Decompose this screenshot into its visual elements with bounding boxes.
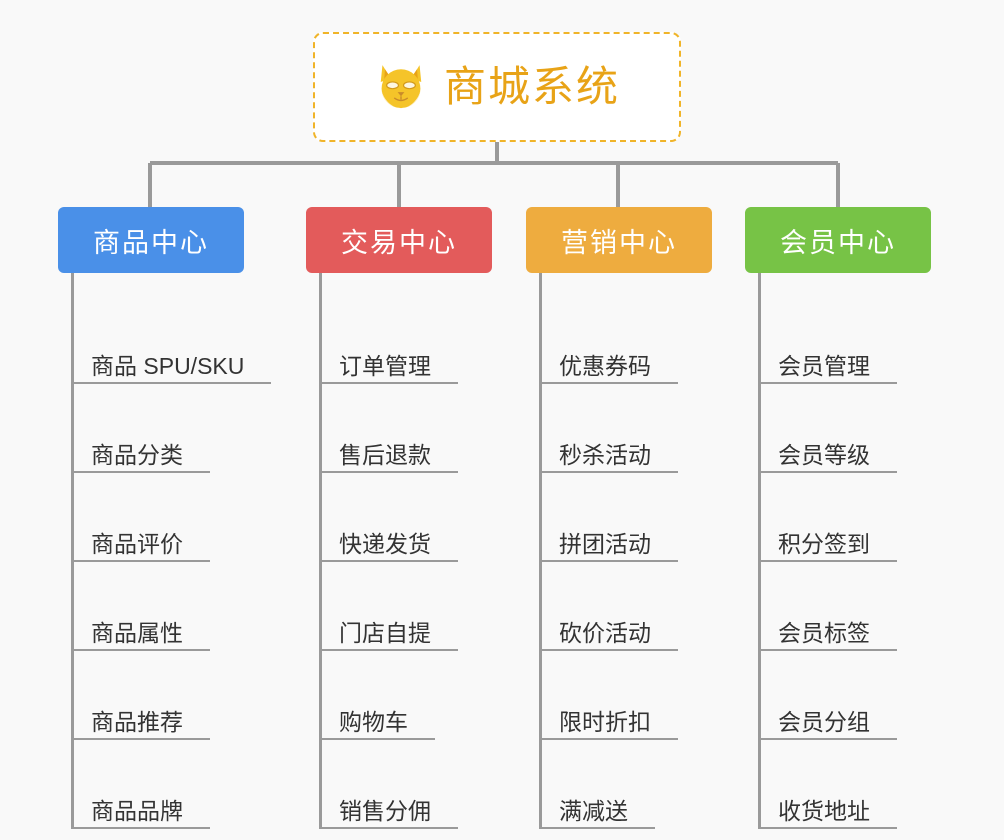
leaf-label: 商品分类: [72, 442, 210, 473]
branch-spine-3: [539, 273, 542, 829]
list-item[interactable]: 商品 SPU/SKU: [58, 295, 288, 384]
branch-column-2: 交易中心 订单管理 售后退款 快递发货 门店自提 购物车 销售分佣: [306, 207, 536, 829]
list-item[interactable]: 商品分类: [58, 384, 288, 473]
leaf-label: 积分签到: [759, 531, 897, 562]
branch-header-label: 交易中心: [341, 227, 457, 258]
list-item[interactable]: 限时折扣: [526, 651, 756, 740]
list-item[interactable]: 订单管理: [306, 295, 536, 384]
branch-header-2[interactable]: 交易中心: [306, 207, 492, 273]
list-item[interactable]: 会员标签: [745, 562, 975, 651]
root-node[interactable]: 商城系统: [313, 32, 681, 142]
branch-items-2: 订单管理 售后退款 快递发货 门店自提 购物车 销售分佣: [306, 273, 536, 829]
leaf-label: 销售分佣: [320, 798, 458, 829]
branch-header-4[interactable]: 会员中心: [745, 207, 931, 273]
branch-items-4: 会员管理 会员等级 积分签到 会员标签 会员分组 收货地址: [745, 273, 975, 829]
branch-items-1: 商品 SPU/SKU 商品分类 商品评价 商品属性 商品推荐 商品品牌: [58, 273, 288, 829]
list-item[interactable]: 门店自提: [306, 562, 536, 651]
leaf-label: 拼团活动: [540, 531, 678, 562]
branch-header-label: 营销中心: [561, 227, 677, 258]
leaf-label: 会员分组: [759, 709, 897, 740]
leaf-label: 商品品牌: [72, 798, 210, 829]
root-title: 商城系统: [443, 63, 620, 110]
list-item[interactable]: 商品品牌: [58, 740, 288, 829]
leaf-label: 商品评价: [72, 531, 210, 562]
leaf-label: 秒杀活动: [540, 442, 678, 473]
branch-spine-2: [319, 273, 322, 829]
branch-header-3[interactable]: 营销中心: [526, 207, 712, 273]
list-item[interactable]: 商品评价: [58, 473, 288, 562]
list-item[interactable]: 满减送: [526, 740, 756, 829]
leaf-label: 商品 SPU/SKU: [72, 353, 272, 384]
list-item[interactable]: 商品属性: [58, 562, 288, 651]
leaf-label: 满减送: [540, 798, 655, 829]
leaf-label: 砍价活动: [540, 620, 678, 651]
branch-header-1[interactable]: 商品中心: [58, 207, 244, 273]
leaf-label: 商品属性: [72, 620, 210, 651]
branch-items-3: 优惠券码 秒杀活动 拼团活动 砍价活动 限时折扣 满减送: [526, 273, 756, 829]
branch-spine-1: [71, 273, 74, 829]
leaf-label: 会员标签: [759, 620, 897, 651]
leaf-label: 商品推荐: [72, 709, 210, 740]
list-item[interactable]: 会员分组: [745, 651, 975, 740]
list-item[interactable]: 会员等级: [745, 384, 975, 473]
leaf-label: 门店自提: [320, 620, 458, 651]
list-item[interactable]: 销售分佣: [306, 740, 536, 829]
leaf-label: 限时折扣: [540, 709, 678, 740]
branch-column-4: 会员中心 会员管理 会员等级 积分签到 会员标签 会员分组 收货地址: [745, 207, 975, 829]
list-item[interactable]: 售后退款: [306, 384, 536, 473]
list-item[interactable]: 砍价活动: [526, 562, 756, 651]
leaf-label: 订单管理: [320, 353, 458, 384]
branch-spine-4: [758, 273, 761, 829]
leaf-label: 快递发货: [320, 531, 458, 562]
list-item[interactable]: 商品推荐: [58, 651, 288, 740]
leaf-label: 购物车: [320, 709, 435, 740]
branch-header-label: 商品中心: [93, 227, 209, 258]
shiba-dog-face-icon: [380, 65, 422, 109]
branch-column-3: 营销中心 优惠券码 秒杀活动 拼团活动 砍价活动 限时折扣 满减送: [526, 207, 756, 829]
branch-column-1: 商品中心 商品 SPU/SKU 商品分类 商品评价 商品属性 商品推荐 商品品牌: [58, 207, 288, 829]
list-item[interactable]: 会员管理: [745, 295, 975, 384]
list-item[interactable]: 快递发货: [306, 473, 536, 562]
list-item[interactable]: 优惠券码: [526, 295, 756, 384]
leaf-label: 会员管理: [759, 353, 897, 384]
list-item[interactable]: 购物车: [306, 651, 536, 740]
leaf-label: 售后退款: [320, 442, 458, 473]
leaf-label: 收货地址: [759, 798, 897, 829]
list-item[interactable]: 拼团活动: [526, 473, 756, 562]
leaf-label: 会员等级: [759, 442, 897, 473]
leaf-label: 优惠券码: [540, 353, 678, 384]
list-item[interactable]: 积分签到: [745, 473, 975, 562]
branch-header-label: 会员中心: [780, 227, 896, 258]
list-item[interactable]: 秒杀活动: [526, 384, 756, 473]
list-item[interactable]: 收货地址: [745, 740, 975, 829]
